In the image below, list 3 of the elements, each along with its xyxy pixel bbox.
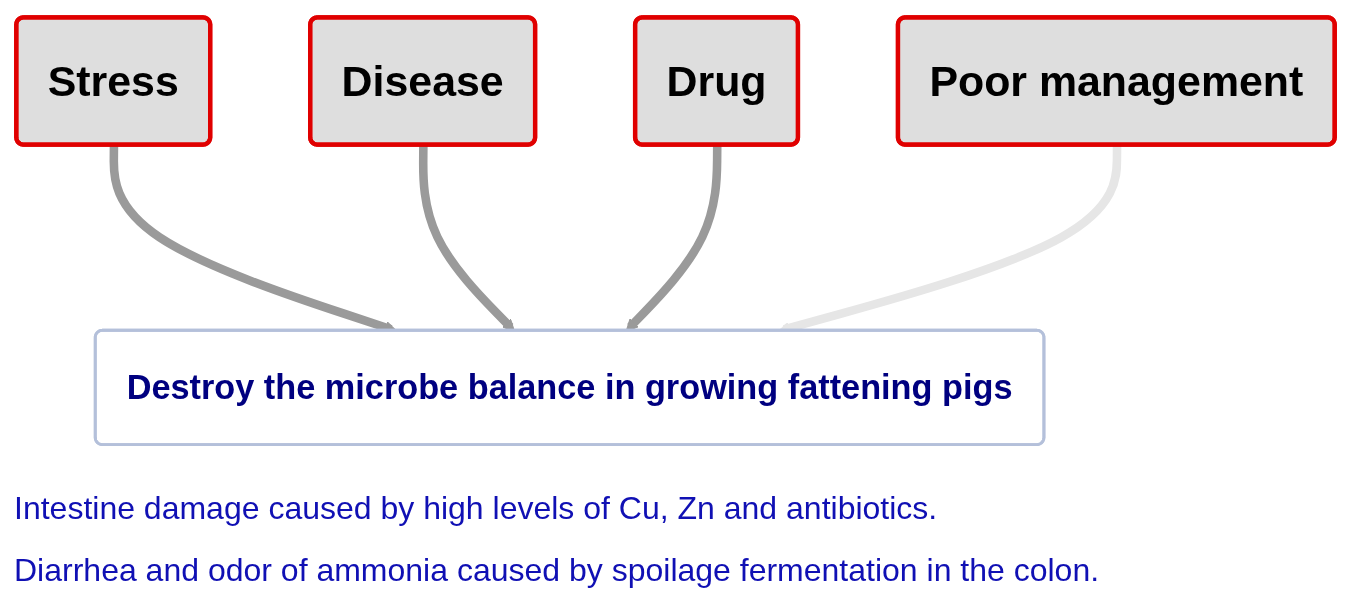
flowchart: Stress Disease Drug Poor management Destroy the microbe balance in growing fattening pigs — [0, 6, 1351, 456]
note-text: Diarrhea and odor of ammonia caused by spoilage fermentation in the colon. — [14, 551, 1101, 590]
note-text: Intestine damage caused by high levels of Cu, Zn and antibiotics. — [14, 489, 939, 528]
